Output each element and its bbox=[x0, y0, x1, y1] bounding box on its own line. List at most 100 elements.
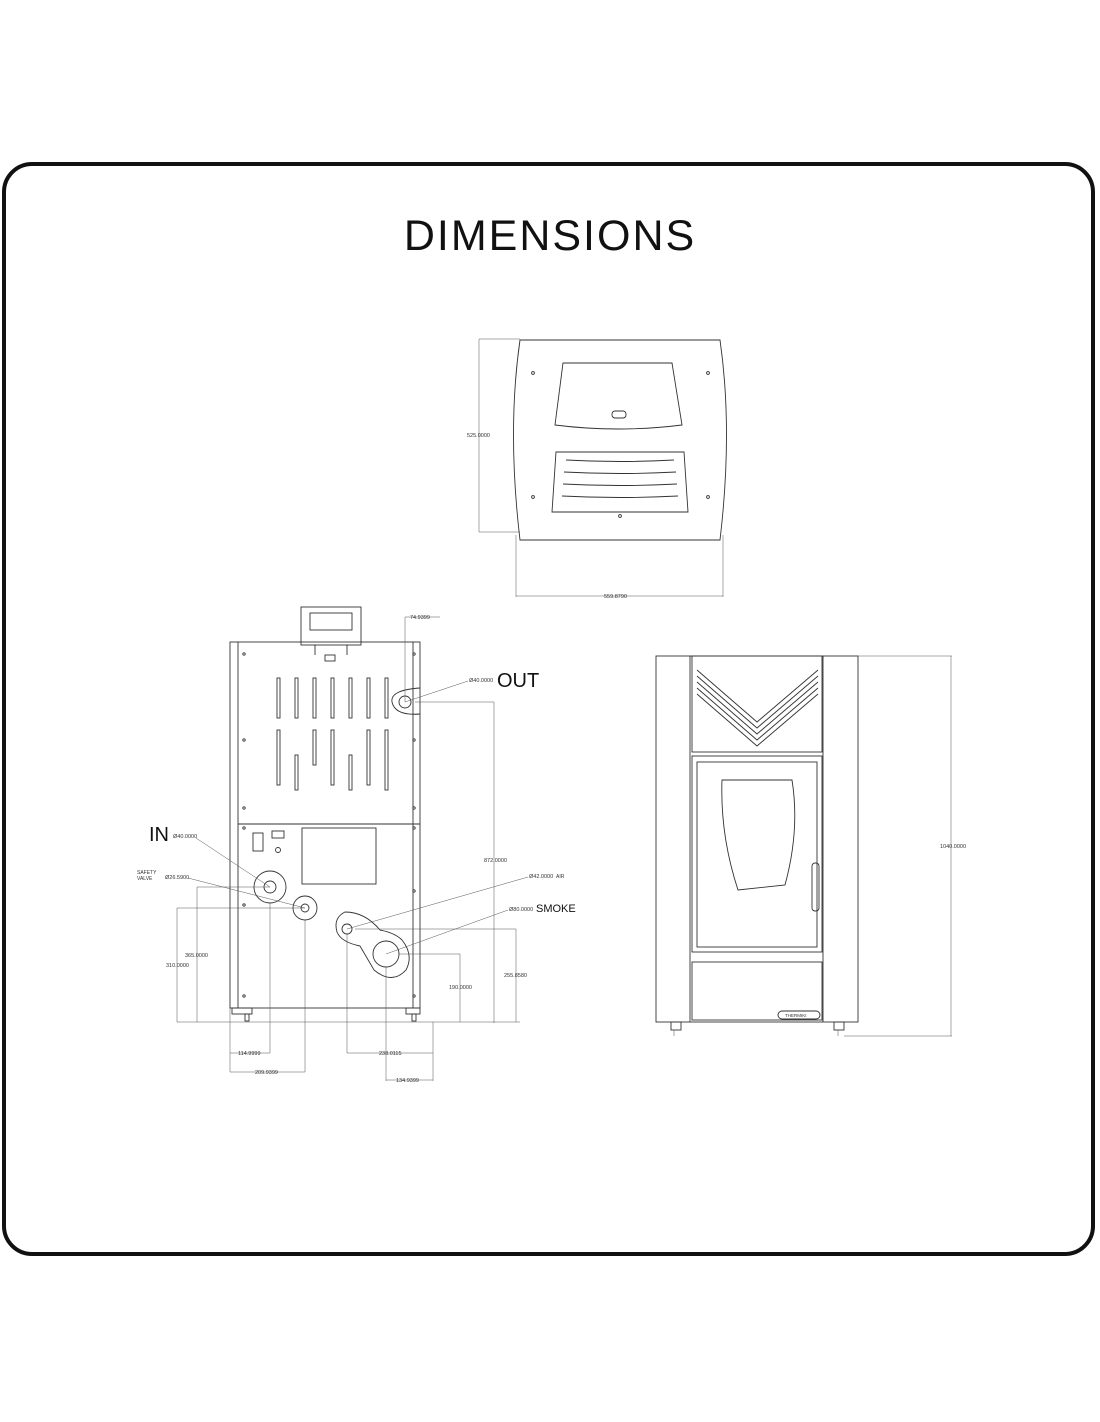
air-label: AIR bbox=[556, 874, 565, 880]
top-view-vent-panel bbox=[551, 451, 689, 513]
louvre bbox=[312, 677, 317, 719]
louvre bbox=[348, 677, 353, 719]
page-title: DIMENSIONS bbox=[403, 212, 697, 260]
screw bbox=[242, 994, 246, 998]
leader-line bbox=[385, 909, 509, 955]
screw bbox=[242, 806, 246, 810]
indicator bbox=[271, 830, 285, 839]
vent-slot bbox=[565, 459, 675, 462]
front-body bbox=[655, 655, 859, 1023]
louvre bbox=[294, 677, 299, 719]
louvre bbox=[294, 754, 299, 791]
drawing-frame bbox=[2, 162, 1095, 1256]
vent-slot bbox=[563, 471, 677, 474]
front-vent-section bbox=[691, 655, 823, 753]
screw bbox=[242, 903, 246, 907]
screw bbox=[412, 652, 416, 656]
top-view-logo bbox=[611, 410, 627, 419]
top-view-screen bbox=[554, 362, 683, 430]
switch bbox=[252, 832, 264, 852]
screw bbox=[412, 889, 416, 893]
leader-line bbox=[195, 837, 271, 888]
chevron-vent bbox=[696, 669, 819, 723]
screw bbox=[618, 514, 622, 518]
top-height-label: 525.0000 bbox=[467, 433, 490, 439]
screw bbox=[242, 738, 246, 742]
louvre bbox=[330, 677, 335, 719]
width-114-label: 114.9999 bbox=[238, 1051, 261, 1057]
out-label: OUT bbox=[497, 670, 539, 692]
chevron-vent bbox=[696, 681, 819, 735]
screw bbox=[531, 371, 535, 375]
top-width-label: 559.8790 bbox=[604, 594, 627, 600]
safety-diameter-label: Ø26.5900 bbox=[165, 875, 189, 881]
front-door bbox=[696, 761, 818, 948]
width-209-label: 209.9399 bbox=[255, 1070, 278, 1076]
front-bottom-panel bbox=[691, 961, 823, 1021]
front-height-label: 1040.0000 bbox=[940, 844, 966, 850]
foot bbox=[411, 1013, 417, 1022]
louvre bbox=[366, 677, 371, 719]
louvre bbox=[384, 677, 389, 719]
screw bbox=[412, 738, 416, 742]
brand-badge bbox=[777, 1010, 821, 1020]
screw bbox=[242, 826, 246, 830]
louvre bbox=[348, 754, 353, 791]
foot bbox=[833, 1021, 845, 1031]
indicator-light bbox=[275, 847, 281, 853]
louvre bbox=[312, 729, 317, 766]
foot bbox=[670, 1021, 682, 1031]
vent-slot bbox=[561, 495, 679, 498]
chevron-vent bbox=[696, 675, 819, 729]
side-louvres bbox=[276, 677, 389, 791]
louvre bbox=[384, 729, 389, 791]
screw bbox=[412, 806, 416, 810]
screw bbox=[242, 652, 246, 656]
smoke-diameter-label: Ø80.0000 bbox=[509, 907, 533, 913]
foot bbox=[405, 1007, 421, 1015]
chevron-vent bbox=[696, 693, 819, 747]
control-screen bbox=[309, 612, 353, 631]
louvre bbox=[276, 677, 281, 719]
front-door-frame bbox=[691, 755, 823, 953]
safety-valve-label-1: SAFETY bbox=[137, 870, 157, 876]
out-diameter-label: Ø40.0000 bbox=[469, 678, 493, 684]
side-body bbox=[229, 641, 421, 1009]
side-access-panel bbox=[301, 827, 377, 885]
screw bbox=[706, 495, 710, 499]
side-view: 74.9399 Ø40.0000 OUT 872.0000 IN Ø40.000… bbox=[137, 606, 576, 1084]
leader-line bbox=[187, 877, 306, 909]
screw bbox=[531, 495, 535, 499]
height-310-label: 310.0000 bbox=[166, 963, 189, 969]
smoke-air-housing bbox=[335, 911, 410, 978]
safety-valve-label-2: VALVE bbox=[137, 876, 153, 882]
top-view-outline bbox=[513, 339, 727, 541]
height-190-label: 190.0000 bbox=[449, 985, 472, 991]
air-diameter-label: Ø42.0000 bbox=[529, 874, 553, 880]
door-window bbox=[721, 779, 796, 891]
smoke-label: SMOKE bbox=[536, 903, 576, 915]
louvre bbox=[330, 729, 335, 786]
foot bbox=[244, 1013, 250, 1022]
width-238-label: 238.0115 bbox=[379, 1051, 402, 1057]
louvre bbox=[276, 729, 281, 786]
in-diameter-label: Ø40.0000 bbox=[173, 834, 197, 840]
control-connector bbox=[324, 654, 336, 662]
door-handle bbox=[811, 862, 820, 912]
vent-slot bbox=[562, 483, 678, 486]
top-offset-label: 74.9399 bbox=[410, 615, 430, 621]
height-872-label: 872.0000 bbox=[484, 858, 507, 864]
brand-label: THERMIKI bbox=[785, 1013, 807, 1018]
top-view: 525.0000 559.8790 bbox=[467, 338, 727, 600]
control-box bbox=[300, 606, 362, 646]
screw bbox=[412, 826, 416, 830]
foot bbox=[231, 1007, 253, 1015]
height-255-label: 255.8580 bbox=[504, 973, 527, 979]
chevron-vent bbox=[696, 687, 819, 741]
out-pipe-housing bbox=[391, 687, 421, 715]
height-365-label: 365.0000 bbox=[185, 953, 208, 959]
front-view: THERMIKI 1040.0000 bbox=[655, 655, 966, 1037]
louvre bbox=[366, 729, 371, 786]
in-label: IN bbox=[149, 824, 169, 846]
